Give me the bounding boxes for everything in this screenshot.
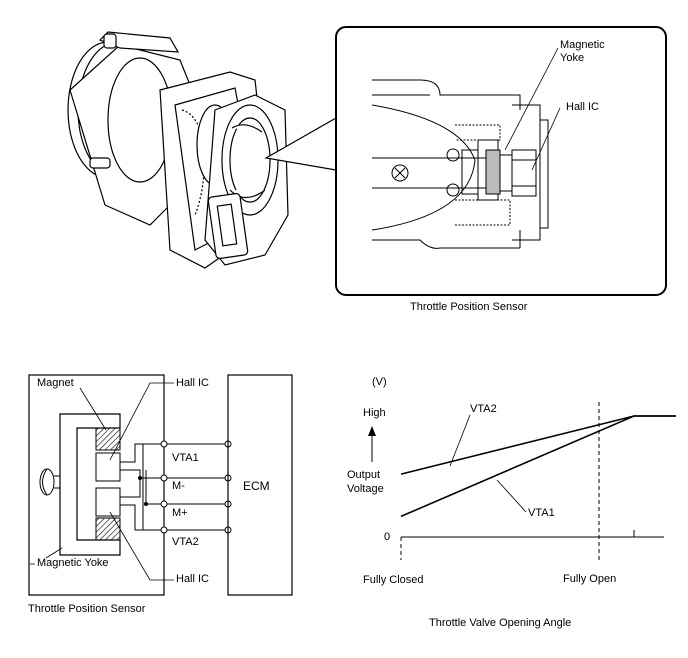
terminal-vta2: VTA2 [172, 536, 199, 548]
throttle-body-illustration [67, 31, 289, 269]
x-label-fully-open: Fully Open [563, 573, 616, 585]
x-label-fully-closed: Fully Closed [363, 574, 424, 586]
series-layer [400, 415, 676, 518]
leader-vta2 [449, 414, 471, 467]
leader-magnetic-yoke-circuit [30, 547, 63, 565]
graph-xlabel: Throttle Valve Opening Angle [429, 617, 571, 629]
leader-hall-ic-top [109, 382, 174, 461]
shaft-stub [39, 468, 60, 496]
series-label-vta1: VTA1 [528, 507, 555, 519]
sensor-cross-section-inset: Magnetic Yoke Hall IC [335, 26, 667, 296]
graph-unit: (V) [372, 376, 387, 388]
magnetic-yoke-label: Magnetic Yoke [37, 557, 109, 569]
y-arrow-icon [368, 426, 376, 462]
inset-label-yoke: Yoke [560, 52, 584, 64]
ylabel-line1: Output [347, 469, 380, 481]
circuit-diagram: VTA1 M- M+ VTA2 ECM Magnet Hall IC Hall … [28, 374, 293, 596]
wiring [120, 443, 228, 531]
top-figure-caption: Throttle Position Sensor [410, 301, 528, 313]
hall-ic-1 [95, 452, 121, 482]
magnetic-yoke [59, 413, 121, 556]
hall-ic-2 [95, 487, 121, 517]
output-voltage-graph: (V) High 0 Output Voltage VTA2 VTA1 Full… [347, 376, 676, 629]
leader-vta1 [496, 479, 527, 513]
leader-hall-ic [531, 107, 561, 171]
inset-label-hall-ic: Hall IC [566, 101, 599, 113]
series-label-vta2: VTA2 [470, 403, 497, 415]
ylabel-line2: Voltage [347, 483, 384, 495]
y-tick-zero: 0 [384, 531, 390, 543]
terminal-m-minus: M- [172, 480, 185, 492]
junction-m-minus [138, 476, 142, 480]
terminals [160, 440, 232, 534]
ecm-box [227, 374, 293, 596]
hall-ic-top-label: Hall IC [176, 377, 209, 389]
leader-hall-ic-bottom [109, 511, 174, 581]
leader-magnet [79, 387, 107, 431]
series-line-vta1 [400, 415, 676, 518]
leader-magnetic-yoke [504, 47, 559, 151]
sensor-outer-box [28, 374, 165, 596]
inset-frame [335, 26, 667, 296]
y-tick-high: High [363, 407, 386, 419]
hall-ic-bottom-label: Hall IC [176, 573, 209, 585]
ecm-label: ECM [243, 479, 270, 493]
magnet-bottom [95, 517, 121, 541]
junction-m-plus [144, 502, 148, 506]
magnet-label: Magnet [37, 377, 74, 389]
series-line-vta2 [400, 415, 676, 475]
terminal-vta1: VTA1 [172, 452, 199, 464]
magnet-top [95, 427, 121, 451]
circuit-caption: Throttle Position Sensor [28, 603, 146, 615]
terminal-m-plus: M+ [172, 507, 188, 519]
inset-label-magnetic: Magnetic [560, 39, 605, 51]
